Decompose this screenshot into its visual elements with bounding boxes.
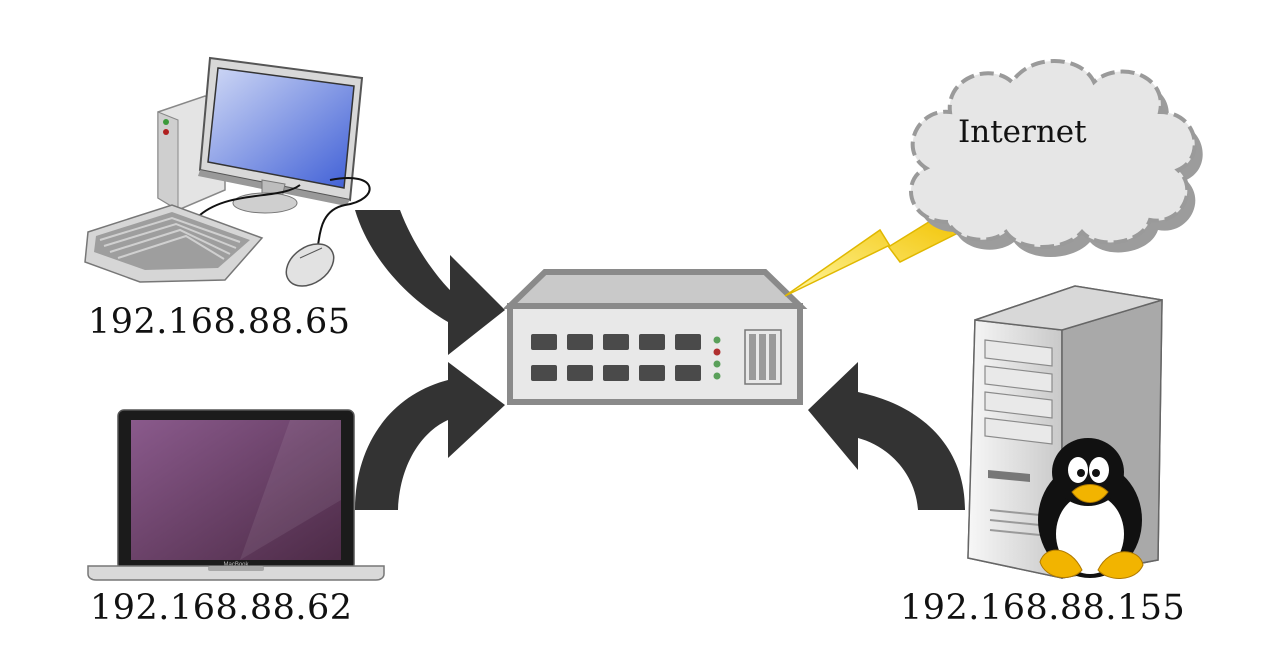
- laptop-icon: MacBook: [87, 409, 385, 581]
- tux-penguin-icon: [1038, 438, 1144, 579]
- cloud-icon: [909, 59, 1203, 257]
- internet-label: Internet: [958, 114, 1087, 150]
- arrow-desktop-to-switch: [355, 210, 505, 355]
- arrow-laptop-to-switch: [355, 362, 505, 510]
- arrow-server-to-switch: [808, 362, 965, 510]
- network-switch-icon: [502, 269, 808, 405]
- desktop-ip-label: 192.168.88.65: [88, 302, 351, 342]
- server-ip-label: 192.168.88.155: [900, 588, 1186, 628]
- desktop-computer-icon: [84, 56, 371, 287]
- laptop-brand-text: MacBook: [223, 562, 249, 568]
- laptop-ip-label: 192.168.88.62: [90, 588, 353, 628]
